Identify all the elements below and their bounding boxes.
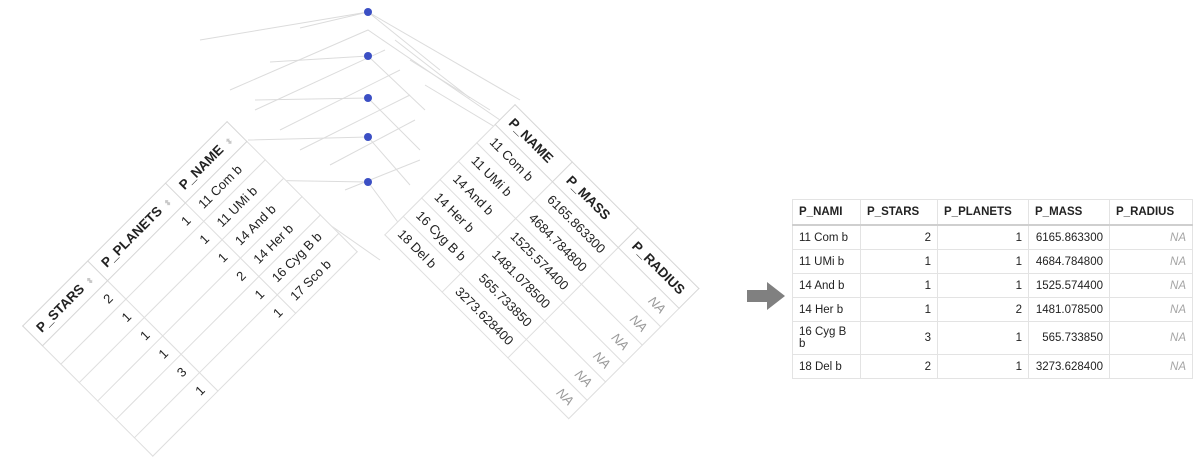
cell-name: 11 Com b (792, 225, 861, 250)
table-row: 18 Del b 2 1 3273.628400 NA (792, 354, 1193, 379)
joined-result-table: P_NAMI P_STARS P_PLANETS P_MASS P_RADIUS… (792, 199, 1193, 379)
cell-stars: 1 (860, 273, 938, 298)
cell-planets: 1 (937, 354, 1029, 379)
match-dot-icon (364, 178, 372, 186)
col-header-p-planets[interactable]: P_PLANETS (937, 199, 1029, 226)
cell-radius: NA (1109, 249, 1193, 274)
match-dot-icon (364, 8, 372, 16)
cell-name: 18 Del b (792, 354, 861, 379)
cell-mass: 6165.863300 (1028, 225, 1110, 250)
cell-radius: NA (1109, 273, 1193, 298)
cell-planets: 1 (937, 321, 1029, 355)
cell-planets: 1 (937, 249, 1029, 274)
cell-name: 14 And b (792, 273, 861, 298)
table-row: 11 UMi b 1 1 4684.784800 NA (792, 249, 1193, 274)
cell-mass: 1525.574400 (1028, 273, 1110, 298)
table-row: 16 Cyg B b 3 1 565.733850 NA (792, 321, 1193, 355)
cell-mass: 3273.628400 (1028, 354, 1110, 379)
cell-mass: 565.733850 (1028, 321, 1110, 355)
match-dot-icon (364, 52, 372, 60)
cell-mass: 4684.784800 (1028, 249, 1110, 274)
cell-planets: 2 (937, 297, 1029, 322)
cell-stars: 1 (860, 249, 938, 274)
col-header-p-mass[interactable]: P_MASS (1028, 199, 1110, 226)
cell-stars: 2 (860, 354, 938, 379)
match-dots (364, 8, 372, 186)
cell-mass: 1481.078500 (1028, 297, 1110, 322)
table-row: 14 And b 1 1 1525.574400 NA (792, 273, 1193, 298)
cell-name: 11 UMi b (792, 249, 861, 274)
match-dot-icon (364, 94, 372, 102)
right-arrow-icon (745, 280, 787, 317)
cell-planets: 1 (937, 225, 1029, 250)
col-header-p-name[interactable]: P_NAMI (792, 199, 861, 226)
cell-radius: NA (1109, 297, 1193, 322)
cell-stars: 3 (860, 321, 938, 355)
cell-planets: 1 (937, 273, 1029, 298)
table-row: 14 Her b 1 2 1481.078500 NA (792, 297, 1193, 322)
cell-stars: 1 (860, 297, 938, 322)
col-header-p-radius[interactable]: P_RADIUS (1109, 199, 1193, 226)
col-header-p-stars[interactable]: P_STARS (860, 199, 938, 226)
cell-radius: NA (1109, 225, 1193, 250)
table-row: 11 Com b 2 1 6165.863300 NA (792, 225, 1193, 250)
cell-radius: NA (1109, 354, 1193, 379)
match-dot-icon (364, 133, 372, 141)
cell-stars: 2 (860, 225, 938, 250)
cell-radius: NA (1109, 321, 1193, 355)
cell-name: 16 Cyg B b (792, 321, 861, 355)
cell-name: 14 Her b (792, 297, 861, 322)
